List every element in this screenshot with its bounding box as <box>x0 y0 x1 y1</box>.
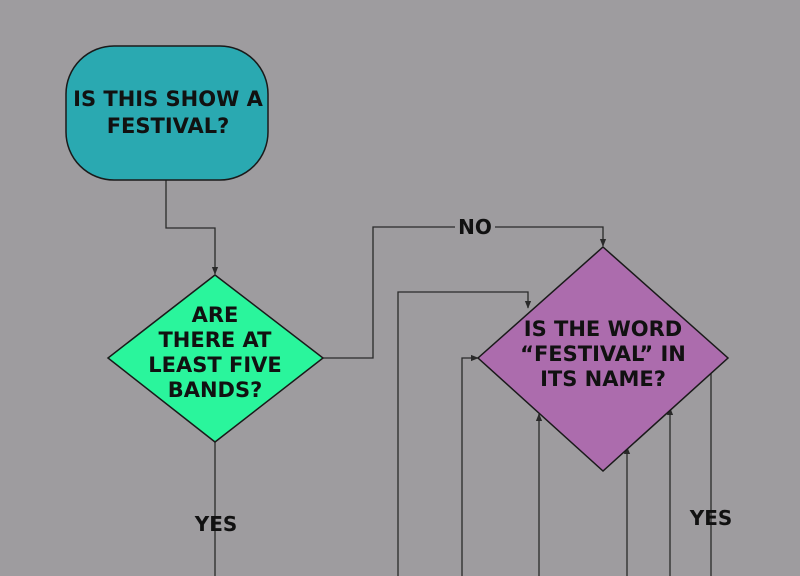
edges <box>165 180 712 576</box>
start-node-line-2: FESTIVAL? <box>107 114 230 138</box>
decision-name-shape <box>476 245 730 473</box>
decision-name-line-3: ITS NAME? <box>540 367 666 391</box>
start-node-line-1: IS THIS SHOW A <box>73 87 263 111</box>
edge-label-yes-right: YES <box>689 506 733 530</box>
decision-name-line-1: IS THE WORD <box>524 317 682 341</box>
edge-label-no: NO <box>458 215 492 239</box>
edge-bands-to-name-no <box>323 226 607 359</box>
decision-name-line-2: “FESTIVAL” IN <box>520 342 686 366</box>
decision-name-node: IS THE WORD “FESTIVAL” IN ITS NAME? <box>476 245 730 473</box>
decision-bands-line-4: BANDS? <box>168 378 263 402</box>
start-node: IS THIS SHOW A FESTIVAL? <box>65 45 269 181</box>
edge-start-to-bands <box>165 180 219 275</box>
decision-bands-line-3: LEAST FIVE <box>148 353 282 377</box>
decision-bands-line-1: ARE <box>192 303 239 327</box>
edge-return-loop-2 <box>461 354 479 576</box>
decision-bands-line-2: THERE AT <box>158 328 272 352</box>
decision-bands-node: ARE THERE AT LEAST FIVE BANDS? <box>106 274 325 443</box>
no-label-bg <box>455 214 495 240</box>
edge-return-loop-1 <box>397 291 532 576</box>
start-node-shape <box>65 45 269 181</box>
decision-bands-shape <box>106 274 325 443</box>
edge-label-yes-left: YES <box>194 512 238 536</box>
